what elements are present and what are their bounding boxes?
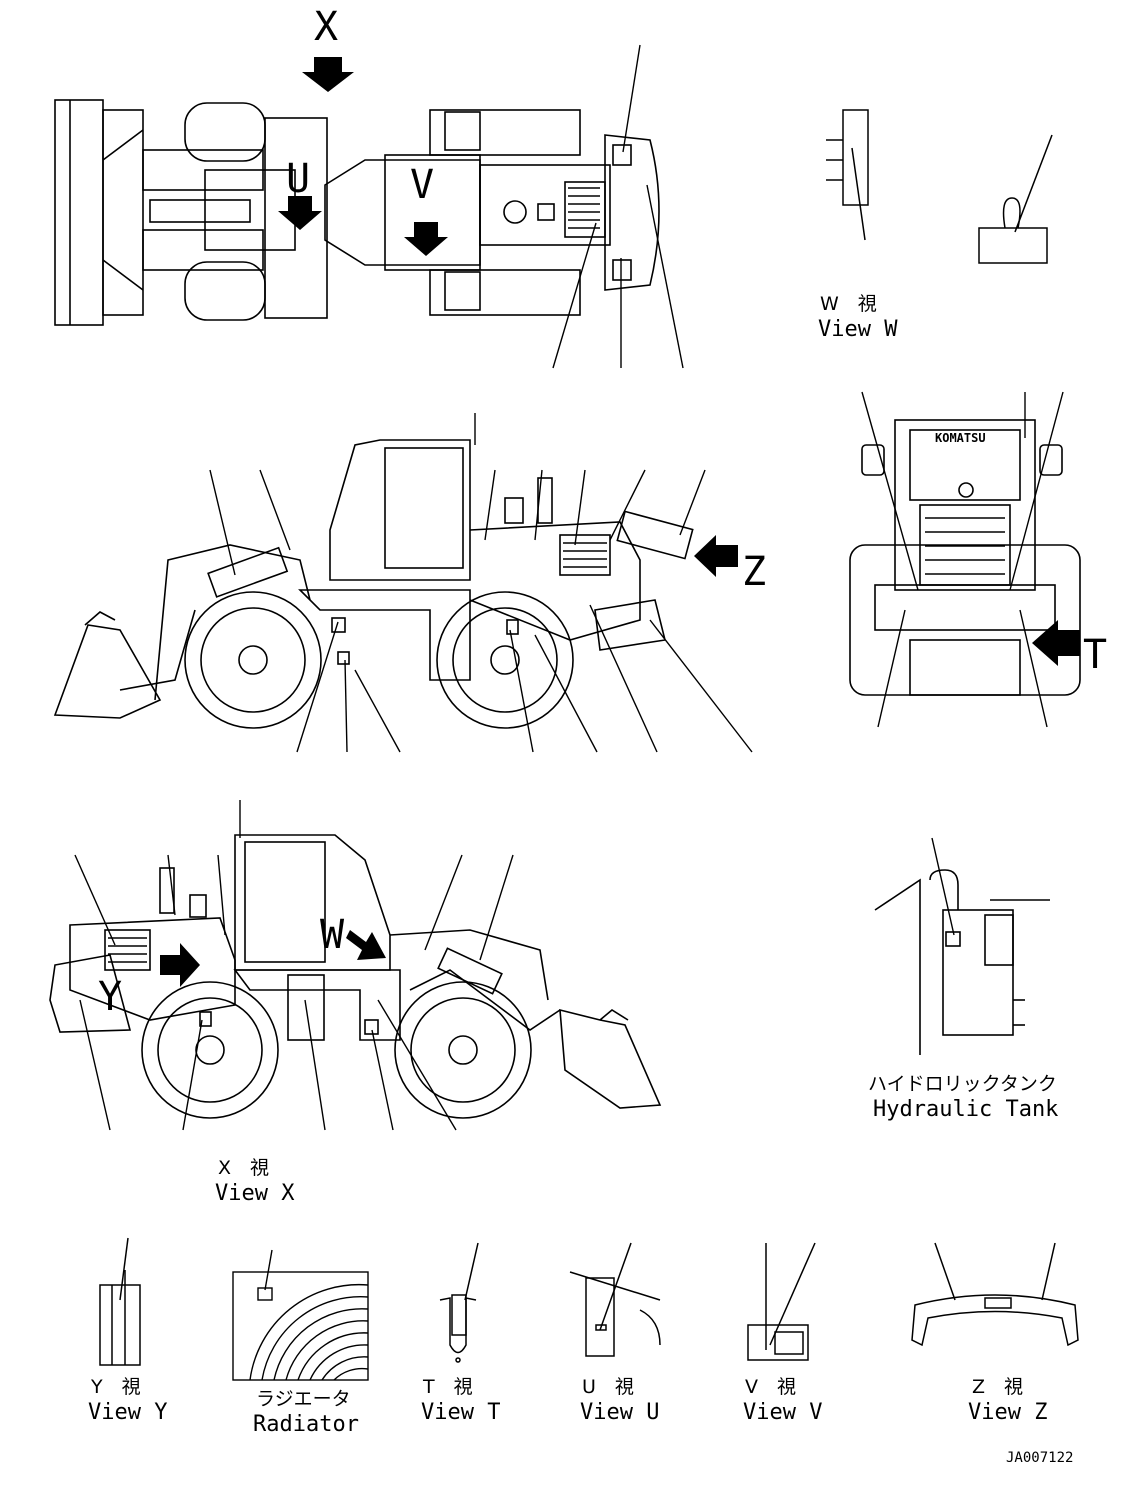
drawing-code: JA007122 xyxy=(1006,1450,1073,1466)
hydraulic-tank-leader xyxy=(931,837,955,936)
view-u-detail xyxy=(569,1242,661,1357)
view-t-caption-jp: T 視 xyxy=(422,1376,473,1398)
top-view-arrows xyxy=(278,57,448,256)
side-view-left xyxy=(53,439,694,729)
view-w-detail xyxy=(826,109,1053,264)
view-u-caption-jp: U 視 xyxy=(582,1376,634,1398)
view-z-caption-jp: Z 視 xyxy=(972,1376,1023,1398)
view-z-detail xyxy=(911,1242,1079,1347)
view-t-caption-en: View T xyxy=(421,1400,500,1425)
side-view-left-leaders xyxy=(209,413,753,753)
view-y-caption-jp: Y 視 xyxy=(90,1376,141,1398)
view-letter-u: U xyxy=(286,156,310,202)
side-view-right xyxy=(49,834,662,1119)
side-view-right-arrows xyxy=(160,930,386,987)
front-view-leaders xyxy=(861,391,1064,728)
front-view xyxy=(849,419,1081,696)
view-letter-w: W xyxy=(320,912,345,958)
view-x-caption-jp: X 視 xyxy=(218,1157,269,1179)
arrow-z xyxy=(694,535,738,577)
side-view-right-leaders xyxy=(74,800,514,1131)
hydraulic-tank-detail xyxy=(874,869,1050,1055)
hydraulic-tank-caption-jp: ハイドロリックタンク xyxy=(868,1073,1057,1095)
view-letter-x-top: X xyxy=(314,4,338,50)
view-y-detail xyxy=(99,1237,141,1366)
view-v-detail xyxy=(747,1242,816,1361)
view-letter-t: T xyxy=(1083,632,1107,678)
radiator-caption-en: Radiator xyxy=(253,1412,359,1437)
view-w-caption-jp: W 視 xyxy=(820,293,877,315)
view-letter-v: V xyxy=(410,162,434,208)
view-u-caption-en: View U xyxy=(580,1400,659,1425)
hydraulic-tank-caption-en: Hydraulic Tank xyxy=(873,1097,1058,1122)
view-v-caption-jp: V 視 xyxy=(745,1376,796,1398)
view-t-detail xyxy=(439,1242,479,1363)
view-z-caption-en: View Z xyxy=(968,1400,1047,1425)
view-letter-z: Z xyxy=(742,549,766,595)
view-x-caption-en: View X xyxy=(215,1181,295,1206)
top-view-leaders xyxy=(552,44,684,369)
view-w-caption-en: View W xyxy=(818,317,898,342)
radiator-detail xyxy=(232,1249,369,1381)
view-v-caption-en: View V xyxy=(743,1400,822,1425)
view-y-caption-en: View Y xyxy=(88,1400,167,1425)
top-view xyxy=(54,99,660,326)
arrow-t xyxy=(1032,620,1080,666)
view-letter-y: Y xyxy=(98,974,122,1020)
radiator-caption-jp: ラジエータ xyxy=(256,1388,351,1410)
brand-logo: KOMATSU xyxy=(935,431,986,445)
